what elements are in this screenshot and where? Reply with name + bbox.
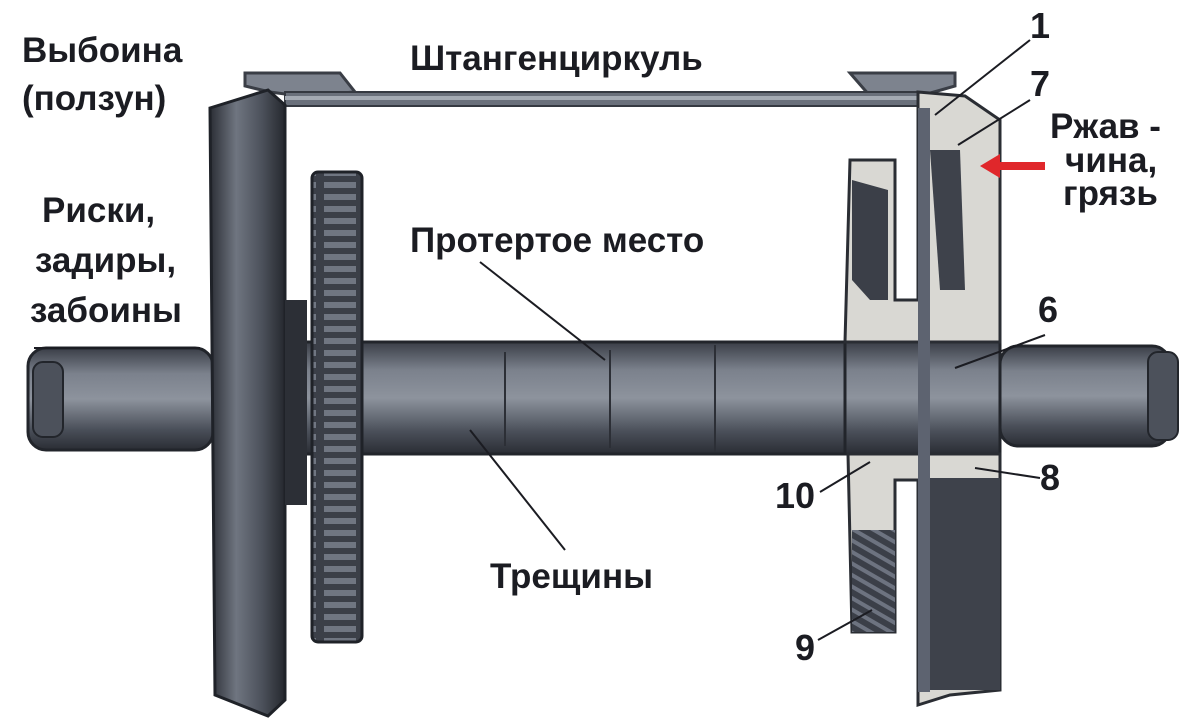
left-wheel	[208, 88, 307, 718]
leader-lines	[34, 39, 1046, 641]
rust-arrow	[980, 154, 1045, 178]
label-rzhav-2: чина,	[1065, 141, 1157, 180]
leader-10	[819, 461, 871, 493]
right-wheel-section	[843, 90, 1002, 708]
label-rzhav-1: Ржав -	[1050, 107, 1161, 146]
leader-7	[957, 99, 1031, 146]
leader-6	[954, 334, 1046, 369]
leader-1	[934, 39, 1031, 116]
label-worn-place: Протертое место	[410, 221, 704, 260]
number-8: 8	[1040, 457, 1060, 498]
label-vyboina-2: (ползун)	[22, 79, 166, 118]
label-vyboina-1: Выбоина	[22, 31, 183, 70]
number-1: 1	[1030, 5, 1050, 46]
number-7: 7	[1030, 63, 1050, 104]
left-wheel-disc	[208, 88, 287, 718]
number-10: 10	[775, 475, 815, 516]
leader-worn	[479, 261, 606, 361]
number-9: 9	[795, 627, 815, 668]
leader-8	[974, 467, 1041, 479]
leader-9	[817, 609, 873, 641]
label-cracks: Трещины	[490, 557, 653, 596]
axle-journal-right	[998, 344, 1172, 448]
label-riski-2: задиры,	[35, 241, 176, 280]
number-6: 6	[1038, 289, 1058, 330]
gear-teeth	[310, 170, 364, 644]
label-riski-1: Риски,	[42, 191, 155, 230]
label-caliper: Штангенциркуль	[410, 39, 703, 78]
leader-cracks	[469, 429, 566, 551]
label-riski-3: забоины	[30, 291, 182, 330]
caliper-tool	[243, 71, 957, 107]
label-rzhav-3: грязь	[1063, 174, 1158, 213]
gear-wheel	[310, 170, 364, 644]
